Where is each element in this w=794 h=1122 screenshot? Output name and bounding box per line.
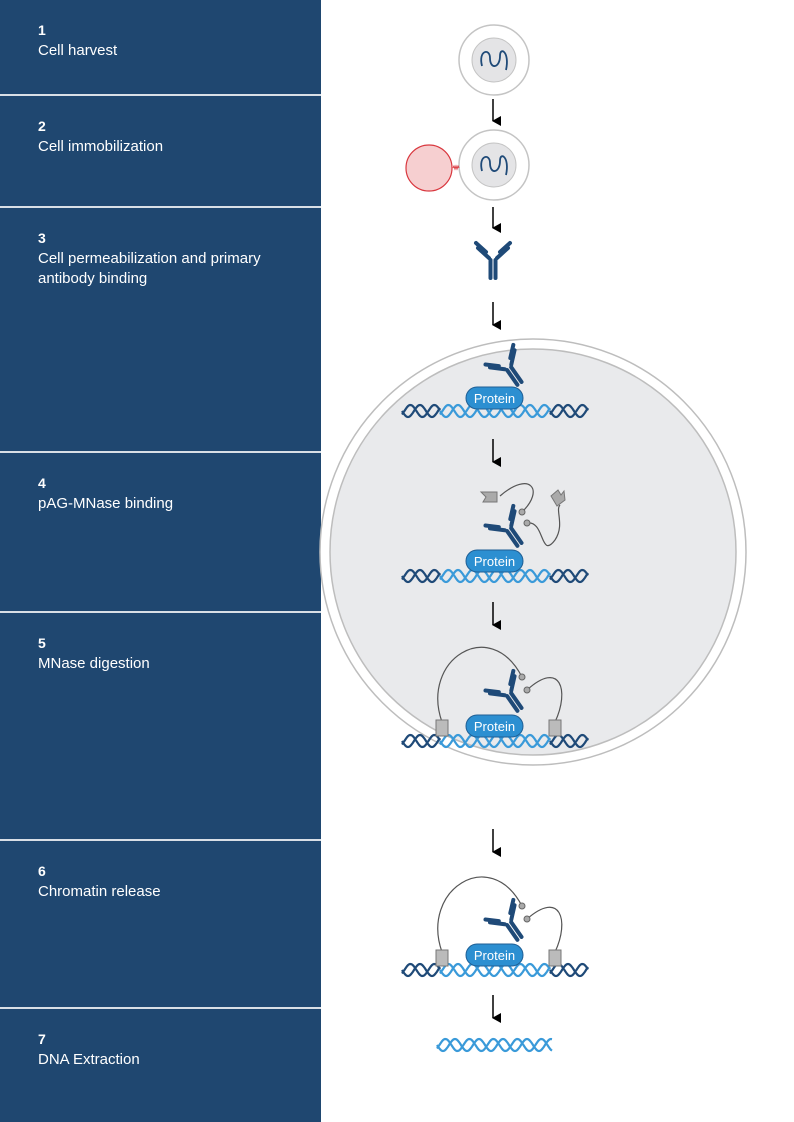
step-number: 3 [38, 230, 46, 246]
step-label: Chromatin release [38, 883, 161, 900]
svg-text:Protein: Protein [474, 719, 515, 734]
pag-mnase-tether [437, 876, 563, 953]
cell-icon [458, 24, 530, 96]
protein-5: Protein [465, 714, 524, 738]
mnase-icon [548, 949, 562, 967]
mnase-icon [548, 719, 562, 737]
step-label: Cell permeabilization and primary antibo… [38, 250, 261, 287]
step-number: 6 [38, 863, 46, 879]
step-label: MNase digestion [38, 655, 150, 672]
antibody-icon [483, 897, 536, 951]
pag-icon [523, 519, 531, 527]
step-4: 4 pAG-MNase binding [0, 453, 321, 613]
step-number: 4 [38, 475, 46, 491]
step-label: Cell harvest [38, 42, 118, 59]
pag-icon [523, 915, 531, 923]
step-label: pAG-MNase binding [38, 495, 174, 512]
pag-icon [518, 673, 526, 681]
immobilized-cell-icon [452, 129, 530, 201]
step-number: 2 [38, 118, 46, 134]
dna-helix [436, 1037, 553, 1053]
pag-icon [523, 686, 531, 694]
svg-text:Protein: Protein [474, 948, 515, 963]
antibody-icon [474, 241, 512, 280]
nucleus [329, 348, 737, 756]
pag-icon [518, 902, 526, 910]
mnase-icon [435, 949, 449, 967]
pag-mnase-icon [499, 483, 561, 547]
step-number: 1 [38, 22, 46, 38]
svg-text:Protein: Protein [474, 391, 515, 406]
mnase-icon [550, 489, 566, 507]
svg-text:Protein: Protein [474, 554, 515, 569]
step-label: Cell immobilization [38, 138, 164, 155]
mnase-icon [479, 491, 498, 503]
protein-6: Protein [465, 943, 524, 967]
pag-icon [518, 508, 526, 516]
mnase-icon [435, 719, 449, 737]
step-number: 5 [38, 635, 46, 651]
concanavalin-bead-icon [405, 144, 453, 192]
protein-3: Protein [465, 386, 524, 410]
step-number: 7 [38, 1031, 46, 1047]
pag-mnase-tether [437, 646, 563, 723]
protein-4: Protein [465, 549, 524, 573]
step-label: DNA Extraction [38, 1051, 140, 1068]
